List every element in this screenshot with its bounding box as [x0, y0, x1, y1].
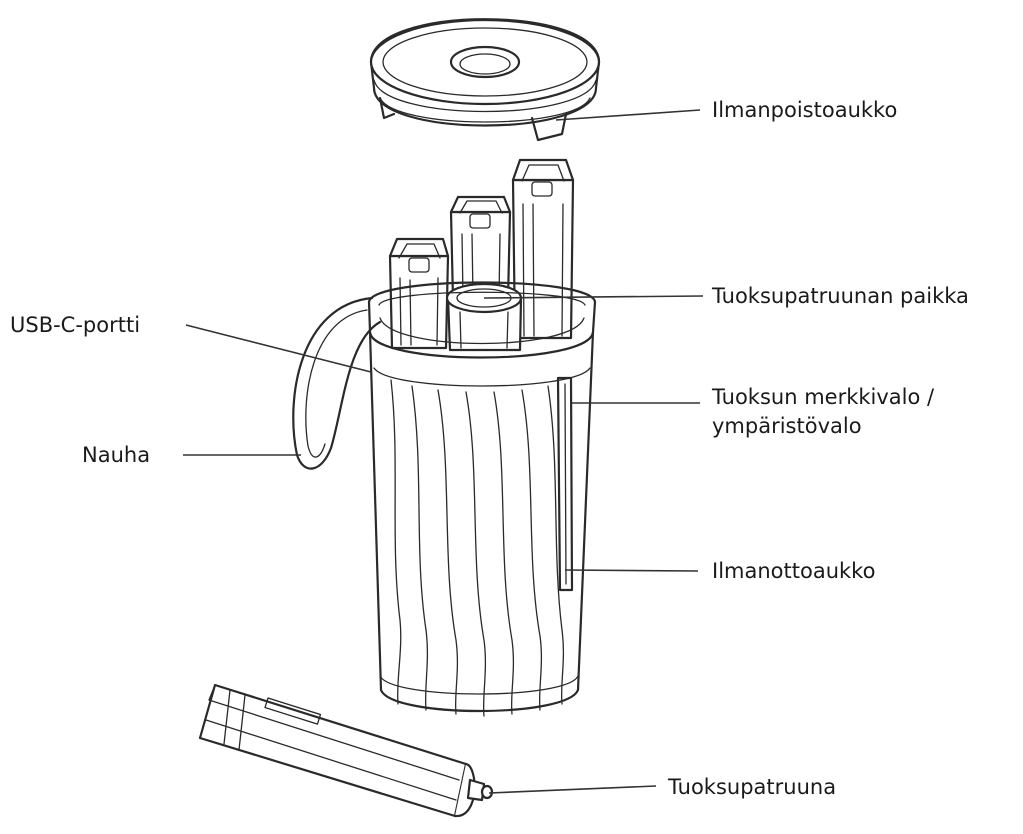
label-exhaust: Ilmanpoistoaukko [712, 98, 898, 122]
leader-lines [183, 109, 704, 794]
label-usb-port: USB-C-portti [10, 313, 141, 337]
cartridge-left [388, 237, 450, 350]
cartridge-middle [449, 195, 512, 302]
diffuser-body [367, 281, 597, 717]
leader-intake [564, 569, 699, 572]
label-cartridge-slot: Tuoksupatruunan paikka [712, 284, 969, 308]
leader-exhaust [555, 109, 701, 121]
label-cartridge: Tuoksupatruuna [668, 775, 837, 799]
loose-cartridge [198, 683, 494, 818]
strap [292, 296, 382, 470]
label-indicator-line1: Tuoksun merkkivalo / [712, 385, 935, 409]
label-strap: Nauha [82, 443, 151, 467]
leader-cartridge [488, 785, 657, 794]
cartridge-right [511, 158, 575, 340]
cartridge-slot [445, 282, 523, 352]
leader-cartridge-slot [483, 295, 704, 299]
label-indicator-line2: ympäristövalo [712, 414, 862, 438]
lid [369, 18, 601, 142]
leader-usb-port [185, 324, 372, 373]
label-intake: Ilmanottoaukko [712, 559, 876, 583]
